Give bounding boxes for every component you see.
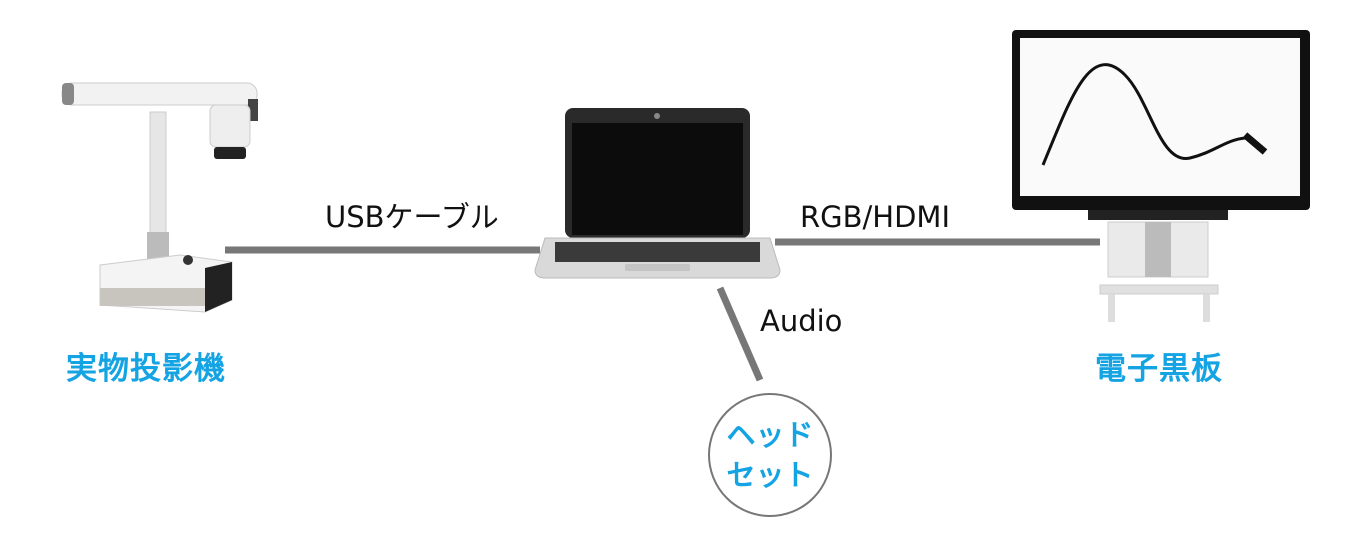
headset-label-line1: ヘッド — [726, 418, 814, 452]
audio-line — [716, 286, 764, 382]
usb-cable-label: USBケーブル — [325, 200, 499, 234]
document-camera-label: 実物投影機 — [66, 351, 226, 387]
audio-label: Audio — [760, 304, 843, 338]
headset-circle: ヘッド セット — [708, 393, 832, 517]
whiteboard-image — [1012, 30, 1310, 322]
headset-label-line2: セット — [726, 458, 814, 492]
laptop-image — [534, 108, 781, 279]
rgb-hdmi-label: RGB/HDMI — [800, 200, 950, 234]
whiteboard-label: 電子黒板 — [1095, 351, 1223, 387]
document-camera-image — [61, 82, 258, 313]
